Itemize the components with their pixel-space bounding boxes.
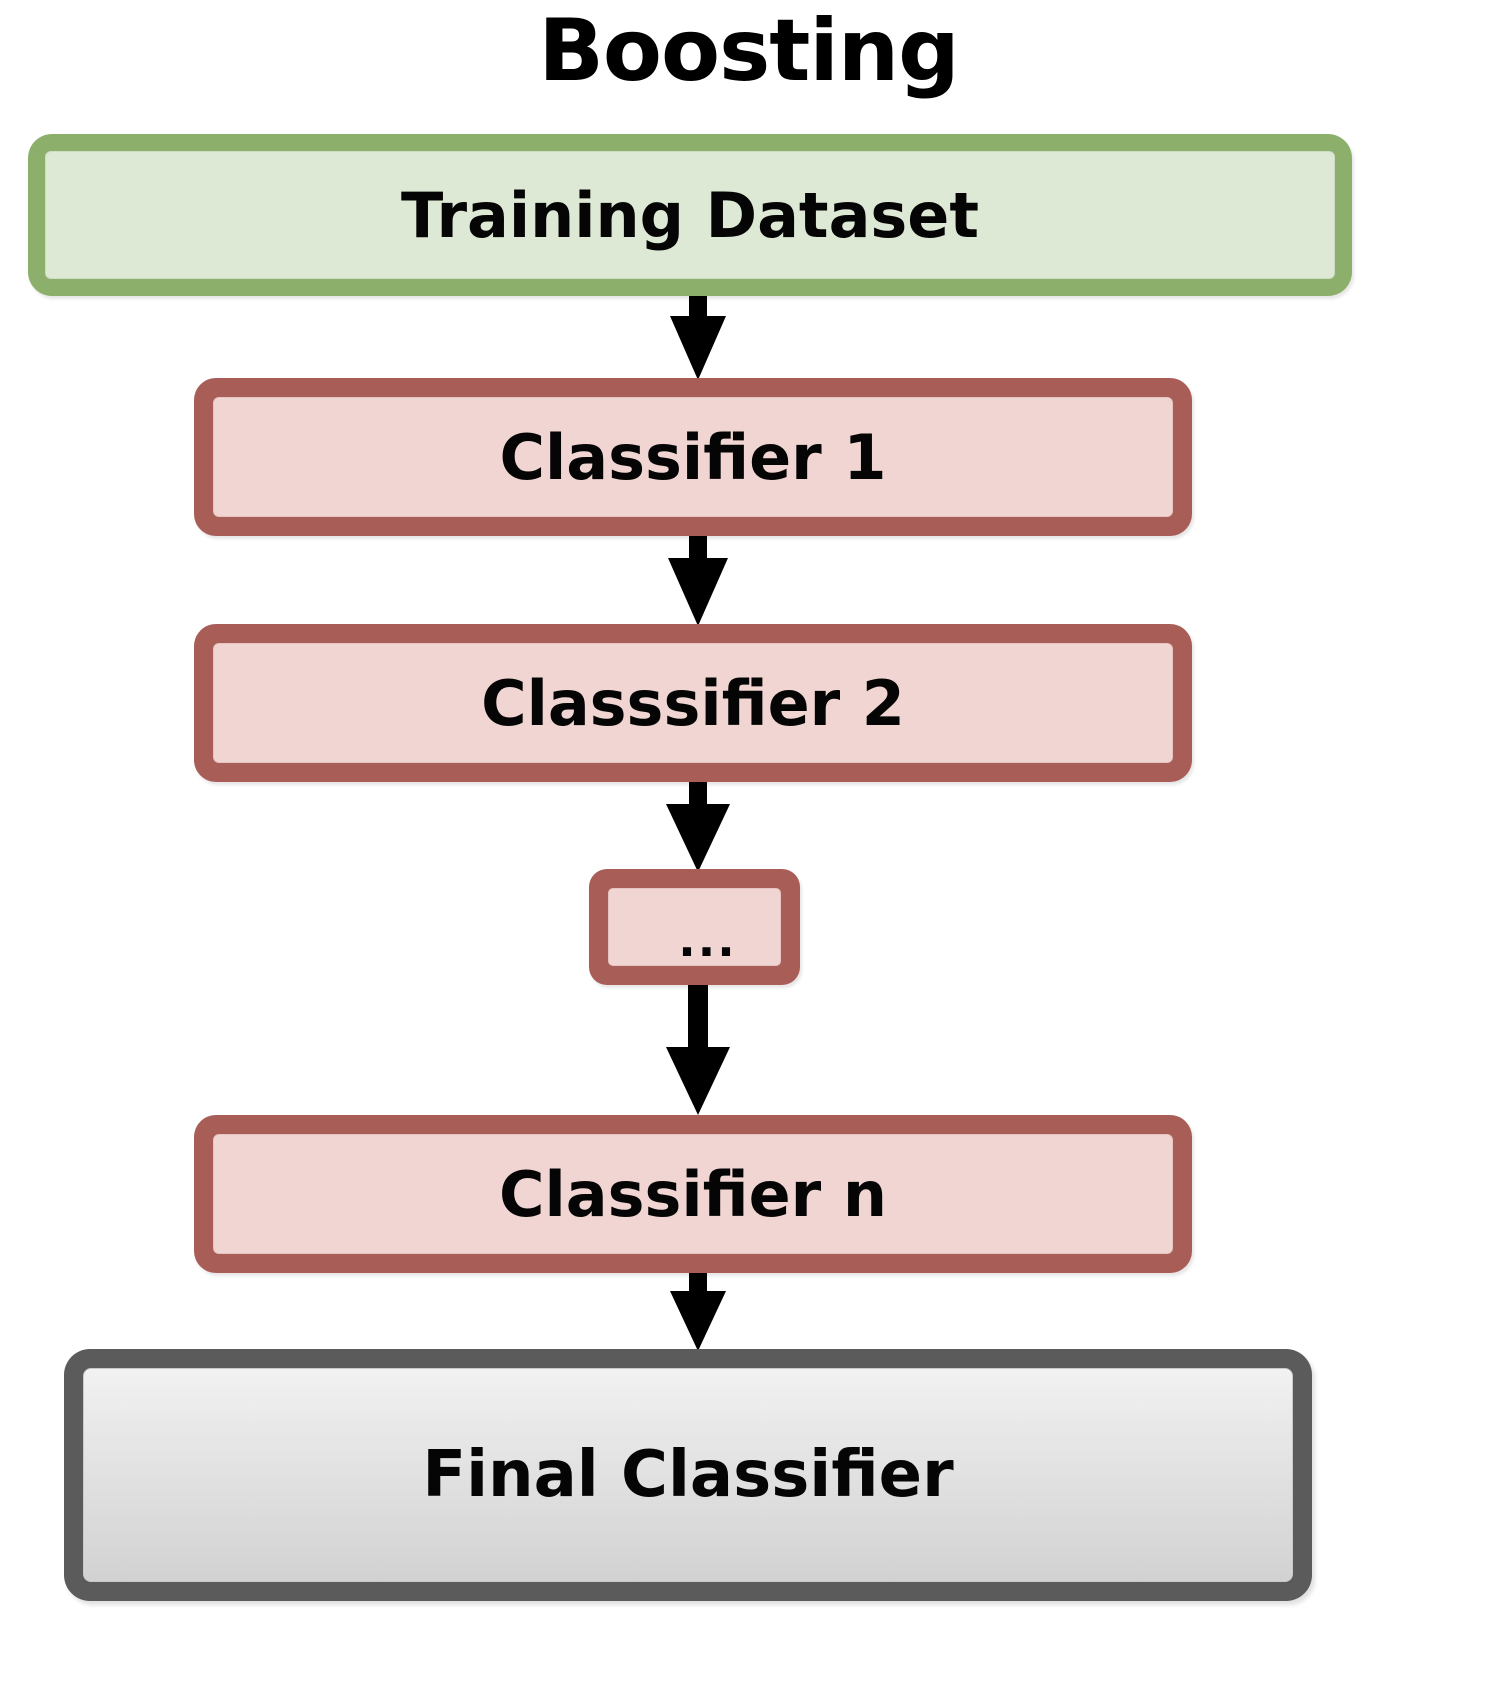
node-final-classifier-label: Final Classifier — [422, 1438, 954, 1512]
edge-classifier-2-to-ellipsis — [648, 782, 748, 874]
node-classifier-2-inner: Classsifier 2 — [213, 643, 1173, 763]
node-final-classifier: Final Classifier — [64, 1349, 1312, 1601]
node-final-classifier-inner: Final Classifier — [83, 1368, 1293, 1582]
edge-classifier-n-to-final-classifier — [648, 1273, 748, 1353]
node-classifier-1-inner: Classifier 1 — [213, 397, 1173, 517]
node-training-dataset-inner: Training Dataset — [45, 151, 1335, 279]
node-training-dataset: Training Dataset — [28, 134, 1352, 296]
edge-classifier-1-to-classifier-2 — [648, 536, 748, 628]
node-classifier-n: Classifier n — [194, 1115, 1192, 1273]
page-title: Boosting — [538, 1, 959, 101]
node-classifier-n-inner: Classifier n — [213, 1134, 1173, 1254]
node-classifier-2: Classsifier 2 — [194, 624, 1192, 782]
node-classifier-n-label: Classifier n — [499, 1157, 887, 1231]
node-ellipsis-inner: ... — [608, 888, 781, 966]
node-classifier-1-label: Classifier 1 — [499, 420, 887, 494]
node-classifier-1: Classifier 1 — [194, 378, 1192, 536]
edge-dataset-to-classifier-1 — [648, 296, 748, 382]
node-training-dataset-label: Training Dataset — [400, 178, 979, 252]
edge-ellipsis-to-classifier-n — [648, 985, 748, 1117]
node-ellipsis: ... — [589, 869, 800, 985]
node-classifier-2-label: Classsifier 2 — [481, 666, 905, 740]
node-ellipsis-label: ... — [678, 912, 737, 967]
